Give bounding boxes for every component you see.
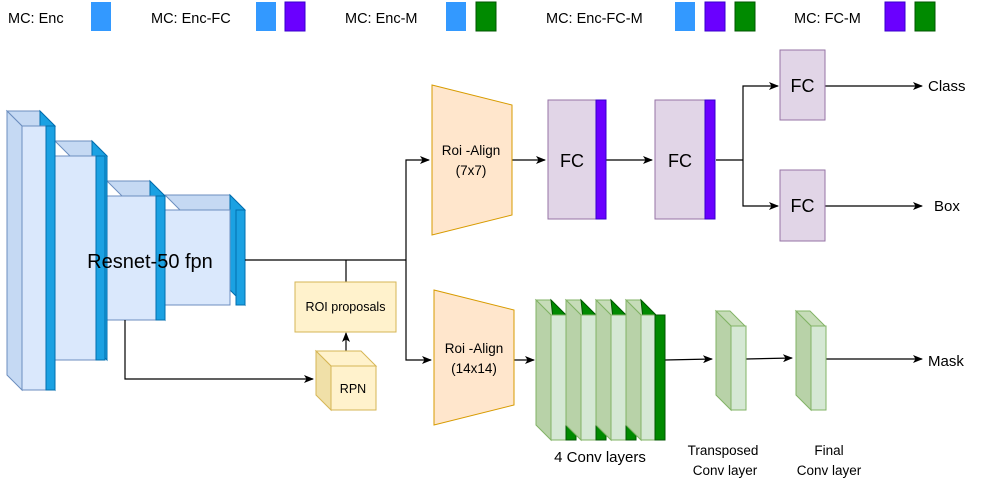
legend-label: MC: Enc-M — [345, 11, 418, 27]
legend-label: MC: Enc-FC-M — [546, 11, 643, 27]
legend-swatch-mask — [734, 1, 756, 32]
conv-layers: 4 Conv layers — [534, 298, 666, 466]
transposed-label-line2: Conv layer — [693, 463, 758, 478]
legend-item-enc-fc: MC: Enc-FC — [151, 1, 306, 32]
connectors — [124, 82, 923, 383]
backbone-block-4 — [163, 193, 247, 307]
output-mask-label: Mask — [928, 353, 964, 370]
conv-layers-label: 4 Conv layers — [554, 449, 646, 466]
legend-swatch-mask — [475, 1, 497, 32]
backbone-block-3 — [105, 179, 167, 322]
connector-to-fc-class — [742, 82, 779, 160]
legend-swatch-fc — [284, 1, 306, 32]
fc-label: FC — [791, 196, 815, 216]
fc-class-head: FC — [779, 49, 826, 121]
connector-conv-to-transposed — [664, 355, 713, 364]
legend-label: MC: FC-M — [794, 11, 861, 27]
legend-swatch-enc — [446, 2, 466, 31]
roi-proposals-label: ROI proposals — [306, 300, 386, 314]
roi-align-size-label: (14x14) — [451, 361, 497, 376]
legend-item-fc-m: MC: FC-M — [794, 1, 936, 32]
backbone-block-2 — [53, 139, 109, 362]
legend-swatch-enc — [256, 2, 276, 31]
roi-align-size-label: (7x7) — [456, 163, 487, 178]
roi-proposals-box: ROI proposals — [294, 281, 397, 333]
final-label-line2: Conv layer — [797, 463, 862, 478]
conv-layer-4 — [624, 298, 666, 442]
transposed-label-line1: Transposed — [688, 443, 759, 458]
legend-label: MC: Enc — [8, 11, 64, 27]
connector-backbone-to-rpn — [124, 320, 314, 383]
legend-item-enc-fc-m: MC: Enc-FC-M — [546, 1, 756, 32]
backbone-label: Resnet-50 fpn — [87, 251, 213, 273]
legend-item-enc: MC: Enc — [8, 2, 111, 31]
fc-label: FC — [668, 151, 692, 171]
final-conv-layer: Final Conv layer — [794, 309, 862, 478]
fc-label: FC — [560, 151, 584, 171]
fc-block-1: FC — [547, 99, 607, 220]
legend-swatch-fc — [884, 1, 906, 32]
legend-swatch-fc — [704, 1, 726, 32]
connector-to-roi-align-box — [405, 156, 430, 260]
connector-transposed-to-final — [745, 354, 793, 363]
fc-box-head: FC — [779, 169, 826, 242]
roi-align-label: Roi -Align — [442, 143, 501, 158]
legend-item-enc-m: MC: Enc-M — [345, 1, 497, 32]
backbone-block-1 — [5, 109, 57, 392]
transposed-conv-layer: Transposed Conv layer — [688, 309, 759, 478]
fc-block-2: FC — [654, 99, 716, 220]
roi-align-label: Roi -Align — [445, 341, 504, 356]
legend-swatch-enc — [675, 2, 695, 31]
connector-to-fc-box — [742, 160, 779, 210]
legend-swatch-enc — [91, 2, 111, 31]
roi-align-box-branch: Roi -Align (7x7) — [431, 84, 513, 236]
backbone: Resnet-50 fpn — [5, 109, 247, 392]
legend: MC: Enc MC: Enc-FC MC: Enc-M MC: Enc-FC-… — [8, 1, 936, 32]
output-box-label: Box — [934, 198, 960, 215]
final-label-line1: Final — [814, 443, 843, 458]
legend-label: MC: Enc-FC — [151, 11, 231, 27]
legend-swatch-mask — [914, 1, 936, 32]
connector-to-roi-align-mask — [405, 260, 432, 364]
rpn-label: RPN — [340, 382, 366, 396]
rpn-box: RPN — [314, 349, 378, 412]
output-class-label: Class — [928, 78, 966, 95]
fc-label: FC — [791, 76, 815, 96]
roi-align-mask-branch: Roi -Align (14x14) — [433, 289, 515, 426]
